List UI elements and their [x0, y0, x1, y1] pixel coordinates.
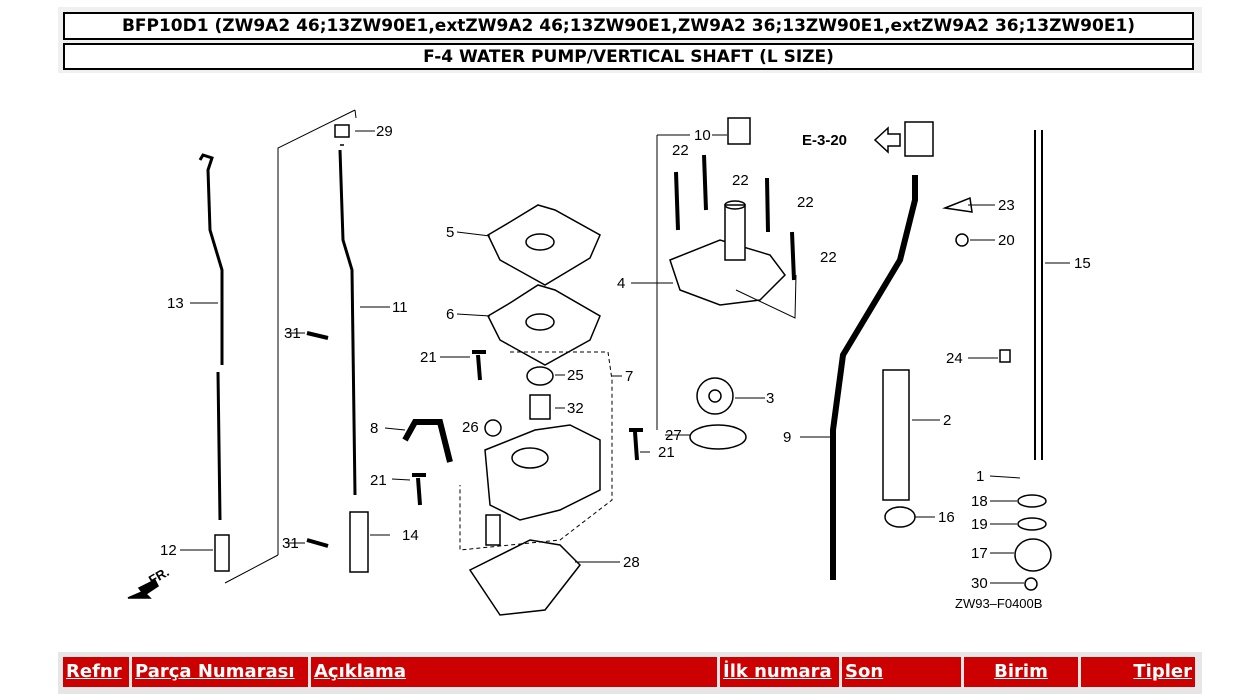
callout-3: 3 — [766, 390, 774, 407]
seal-25-part — [526, 366, 554, 386]
tube-2-part — [882, 369, 910, 501]
front-arrow-part — [127, 578, 159, 599]
plate-6-part — [487, 284, 601, 366]
callout-29: 29 — [376, 123, 393, 140]
callout-12: 12 — [160, 542, 177, 559]
callout-21c: 21 — [658, 444, 675, 461]
callout-6: 6 — [446, 306, 454, 323]
callout-7: 7 — [625, 368, 633, 385]
grommet-ref-part — [904, 121, 934, 157]
bolt-21b-part — [412, 473, 426, 506]
callout-2: 2 — [943, 412, 951, 429]
bolt-22b-part — [702, 154, 708, 211]
col-refnr[interactable]: Refnr — [63, 657, 129, 687]
callout-14: 14 — [402, 527, 419, 544]
gasket-28-part — [468, 539, 581, 616]
callout-23: 23 — [998, 197, 1015, 214]
water-tube-9-part — [830, 175, 918, 580]
gear-17-part — [1014, 538, 1052, 572]
callout-32: 32 — [567, 400, 584, 417]
callout-5: 5 — [446, 224, 454, 241]
callout-1: 1 — [976, 468, 984, 485]
washer-19-part — [1017, 517, 1047, 531]
callout-17: 17 — [971, 545, 988, 562]
callout-27: 27 — [665, 427, 682, 444]
callout-15: 15 — [1074, 255, 1091, 272]
callout-11: 11 — [392, 299, 408, 316]
model-title: BFP10D1 (ZW9A2 46;13ZW90E1,extZW9A2 46;1… — [63, 12, 1194, 40]
callout-22a: 22 — [672, 142, 689, 159]
ref-code: E-3-20 — [802, 132, 847, 149]
callout-28: 28 — [623, 554, 640, 571]
impeller-3-part — [696, 377, 734, 415]
callout-22b: 22 — [732, 172, 749, 189]
shaft-15-part — [1034, 130, 1043, 460]
callout-24: 24 — [946, 350, 963, 367]
col-unit[interactable]: Birim — [964, 657, 1078, 687]
callout-18: 18 — [971, 493, 988, 510]
bolt-22a-part — [674, 171, 680, 231]
col-description[interactable]: Açıklama — [311, 657, 717, 687]
pin-31-part — [306, 331, 329, 340]
seal-16-part — [884, 506, 916, 528]
col-part-number[interactable]: Parça Numarası — [132, 657, 308, 687]
col-first-number[interactable]: İlk numara — [720, 657, 839, 687]
callout-22d: 22 — [820, 249, 837, 266]
rod-13-part — [198, 153, 224, 521]
callout-25: 25 — [567, 367, 584, 384]
callout-9: 9 — [783, 429, 791, 446]
bolt-20-part — [955, 233, 969, 247]
callout-21a: 21 — [420, 349, 437, 366]
callout-26: 26 — [462, 419, 479, 436]
callout-8: 8 — [370, 420, 378, 437]
collar-12-part — [214, 534, 230, 572]
clip-14-part — [349, 511, 369, 573]
callout-21b: 21 — [370, 472, 387, 489]
bolt-22c-part — [765, 177, 770, 233]
plate-5-part — [487, 204, 601, 286]
callout-31b: 31 — [282, 535, 299, 552]
callout-16: 16 — [938, 509, 955, 526]
seal-26-part — [484, 419, 502, 437]
housing-7-part — [484, 424, 601, 521]
callout-22c: 22 — [797, 194, 814, 211]
grommet-10-part — [727, 117, 751, 145]
callout-30: 30 — [971, 575, 988, 592]
bolt-22d-part — [790, 231, 796, 281]
grommet-8-part — [402, 419, 453, 463]
drawing-code: ZW93–F0400B — [955, 596, 1042, 611]
clip-23-part — [942, 196, 973, 213]
nut-29-part — [334, 124, 350, 138]
callout-19: 19 — [971, 516, 988, 533]
bolt-21c-part — [629, 428, 643, 461]
washer-18-part — [1017, 494, 1047, 508]
pin-24-part — [999, 349, 1011, 363]
oring-27-part — [689, 424, 747, 450]
pin-31b-part — [306, 538, 329, 548]
clip-30-part — [1024, 577, 1038, 591]
callout-13: 13 — [167, 295, 184, 312]
callout-31a: 31 — [284, 325, 301, 342]
callout-10: 10 — [694, 127, 711, 144]
section-title: F-4 WATER PUMP/VERTICAL SHAFT (L SIZE) — [63, 43, 1194, 70]
col-last[interactable]: Son — [842, 657, 961, 687]
bushing-32-part — [529, 394, 551, 420]
col-types[interactable]: Tipler — [1081, 657, 1195, 687]
callout-4: 4 — [617, 275, 625, 292]
rod-11-part — [338, 149, 357, 496]
bolt-21a-part — [472, 350, 486, 381]
callout-20: 20 — [998, 232, 1015, 249]
